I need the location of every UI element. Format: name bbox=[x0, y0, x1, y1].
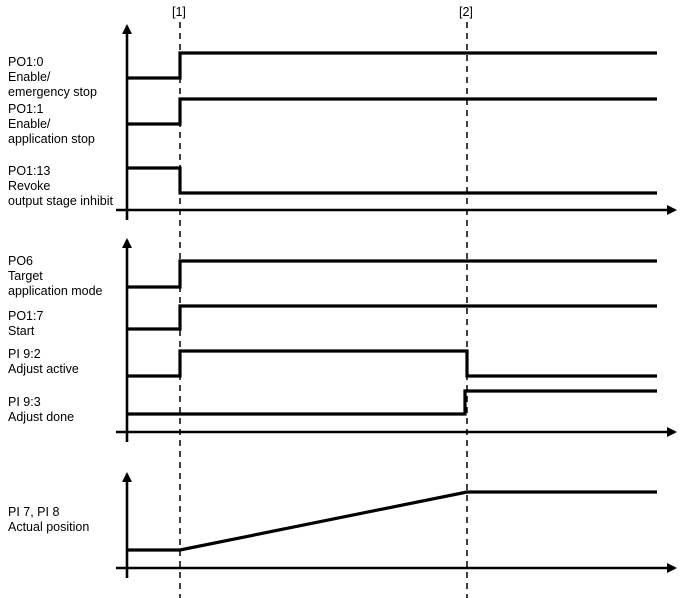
trace-pi9-2 bbox=[127, 349, 657, 378]
trace-pi9-3 bbox=[127, 389, 657, 416]
label-pi9-3: PI 9:3 Adjust done bbox=[8, 395, 74, 424]
label-pi7-8: PI 7, PI 8 Actual position bbox=[8, 505, 89, 534]
trace-po1-0 bbox=[127, 51, 657, 80]
label-po6: PO6 Target application mode bbox=[8, 254, 103, 298]
trace-po6 bbox=[127, 259, 657, 289]
trace-po1-1 bbox=[127, 97, 657, 126]
label-pi9-2: PI 9:2 Adjust active bbox=[8, 347, 79, 376]
marker-2-label: [2] bbox=[459, 5, 473, 19]
label-po1-13: PO1:13 Revoke output stage inhibit bbox=[8, 164, 113, 208]
marker-1-label: [1] bbox=[172, 5, 186, 19]
trace-po1-7 bbox=[127, 304, 657, 331]
label-po1-1: PO1:1 Enable/ application stop bbox=[8, 102, 95, 146]
panel-2-axes bbox=[116, 238, 677, 442]
panel-1-axes bbox=[116, 24, 677, 220]
label-po1-7: PO1:7 Start bbox=[8, 309, 47, 338]
panel-3-axes bbox=[116, 472, 677, 578]
trace-po1-13 bbox=[127, 166, 657, 195]
trace-pi7-8 bbox=[127, 490, 657, 552]
label-po1-0: PO1:0 Enable/ emergency stop bbox=[8, 55, 97, 99]
